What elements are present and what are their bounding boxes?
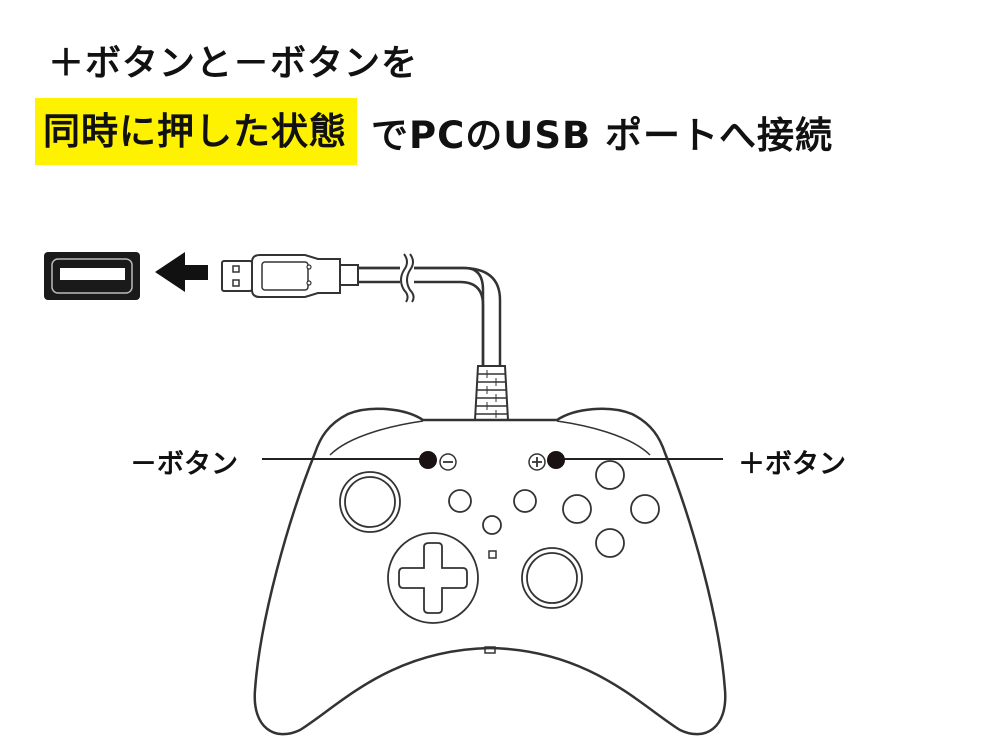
heading-line-2: 同時に押した状態 でPCのUSB ポートへ接続 [35, 98, 833, 165]
highlighted-text: 同時に押した状態 [35, 98, 357, 165]
arrow-left-icon [155, 252, 208, 292]
plus-button-marker [528, 451, 723, 471]
usb-plug-icon [221, 254, 359, 298]
usb-cable [358, 253, 502, 368]
plus-button-label: ＋ボタン [738, 449, 846, 480]
cable-strain-relief [473, 365, 510, 421]
game-controller [253, 407, 727, 736]
heading-line-2-rest: でPCのUSB ポートへ接続 [371, 113, 834, 157]
minus-button-label: －ボタン [130, 449, 238, 480]
heading-line-1: ＋ボタンと－ボタンを [48, 43, 419, 84]
usb-port-icon [44, 252, 140, 300]
minus-button-marker [262, 451, 457, 471]
